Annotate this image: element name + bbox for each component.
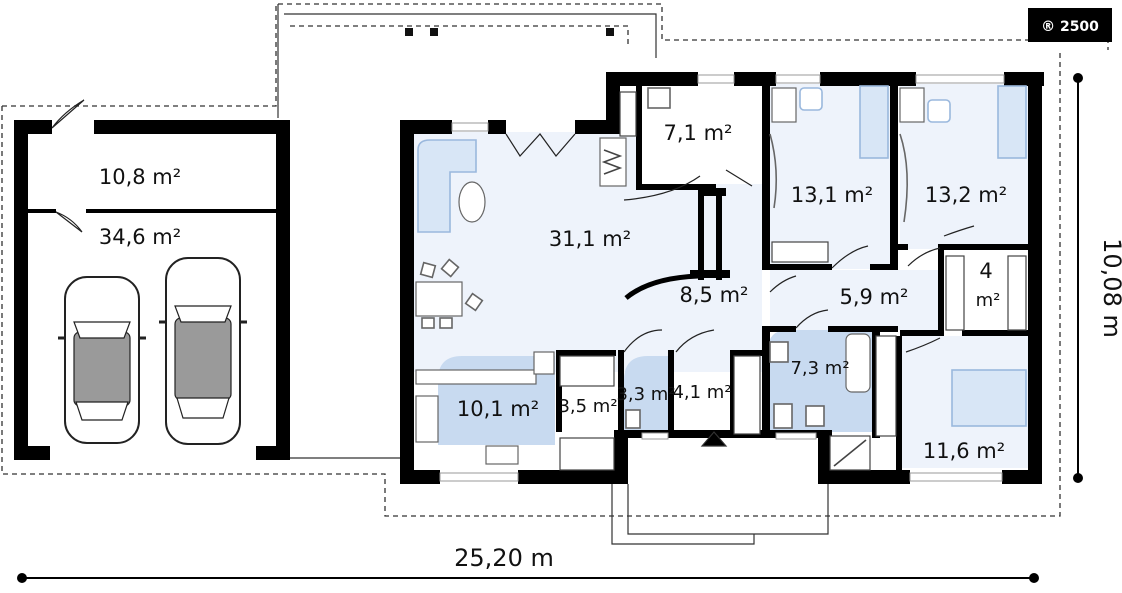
entry-porch	[611, 431, 829, 545]
label-bedroom-3: 11,6 m²	[923, 439, 1005, 463]
bath-wc	[773, 403, 793, 429]
toilet-wc	[625, 409, 641, 429]
label-boiler: 7,1 m²	[664, 121, 733, 145]
label-corridor: 5,9 m²	[840, 285, 909, 309]
room-labels: 10,8 m² 34,6 m² 31,1 m² 10,1 m² 3,5 m² 3…	[99, 121, 1007, 463]
wardrobe-3	[875, 335, 897, 437]
label-garage-storage: 10,8 m²	[99, 165, 181, 189]
label-bathroom: 7,3 m²	[790, 358, 849, 379]
width-label: 25,20 m	[454, 544, 554, 572]
bath-sink	[769, 341, 789, 363]
garage	[14, 99, 290, 460]
label-closet-number: 4	[979, 259, 992, 283]
sofa	[417, 139, 477, 233]
stove	[415, 395, 439, 443]
depth-dimension: 10,08 m	[1073, 73, 1122, 483]
label-toilet: 3,3 m²	[616, 384, 675, 405]
wardrobe-1	[771, 241, 829, 263]
label-garage: 34,6 m²	[99, 225, 181, 249]
label-living: 31,1 m²	[549, 227, 631, 251]
width-dimension: 25,20 m	[17, 544, 1039, 583]
label-kitchen: 10,1 m²	[457, 397, 539, 421]
windows	[439, 74, 1005, 482]
boiler-sink	[647, 87, 671, 109]
car-right	[159, 257, 247, 445]
badge-text: ® 2500	[1041, 19, 1099, 35]
kitchen-counter	[415, 369, 537, 385]
doors	[505, 133, 975, 353]
label-bedroom-2: 13,2 m²	[925, 183, 1007, 207]
roof-markers	[405, 28, 614, 36]
copyright-badge: ® 2500	[1028, 8, 1112, 42]
label-pantry: 3,5 m²	[558, 396, 617, 417]
boiler-unit	[619, 91, 637, 137]
coffee-table	[458, 181, 486, 223]
depth-label: 10,08 m	[1098, 238, 1122, 338]
bed-3	[951, 369, 1027, 427]
furniture	[415, 85, 1027, 471]
bed-1	[859, 85, 889, 159]
car-left	[58, 276, 146, 444]
label-hall: 8,5 m²	[680, 283, 749, 307]
label-closet-unit: m²	[976, 290, 1001, 311]
bed-2	[997, 85, 1027, 159]
label-bedroom-1: 13,1 m²	[791, 183, 873, 207]
bathtub	[845, 333, 871, 393]
dining-table	[415, 281, 463, 317]
kitchen-sink	[485, 445, 519, 465]
storage-door-swing	[55, 211, 83, 233]
label-vestibule: 4,1 m²	[672, 382, 731, 403]
garage-door-swing	[51, 99, 85, 129]
